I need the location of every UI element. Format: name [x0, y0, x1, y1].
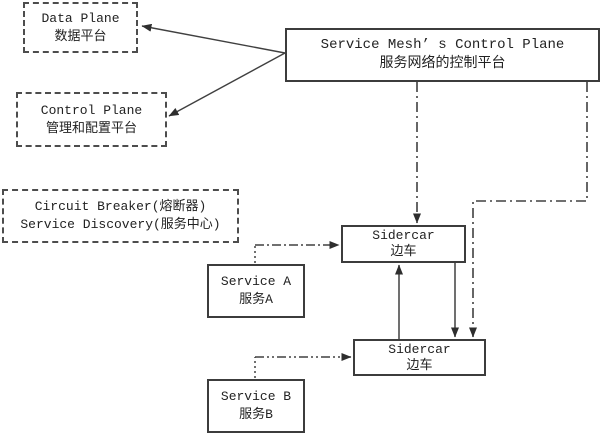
sidecar-1-box: Sidercar 边车 — [341, 225, 466, 263]
service-discovery-label: Service Discovery(服务中心) — [20, 217, 221, 232]
service-a-label-en: Service A — [220, 274, 292, 290]
mesh-control-plane-label-zh: 服务网络的控制平台 — [379, 56, 506, 72]
sidecar-2-label-zh: 边车 — [406, 357, 433, 373]
circuit-breaker-box: Circuit Breaker(熔断器) Service Discovery(服… — [2, 189, 239, 243]
control-plane-label-zh: 管理和配置平台 — [45, 120, 137, 136]
mesh-control-plane-box: Service Mesh’ s Control Plane 服务网络的控制平台 — [285, 28, 600, 82]
arrow-mesh-to-data-plane — [141, 23, 286, 54]
service-b-label-en: Service B — [220, 389, 292, 405]
mesh-control-plane-label-en: Service Mesh’ s Control Plane — [320, 37, 565, 54]
sidecar-2-box: Sidercar 边车 — [353, 339, 486, 376]
sidecar-2-label-en: Sidercar — [388, 341, 451, 357]
arrow-mesh-to-sidecar2 — [469, 82, 588, 338]
arrow-mesh-to-control-plane — [168, 52, 286, 117]
data-plane-label-zh: 数据平台 — [54, 28, 107, 44]
data-plane-label-en: Data Plane — [41, 10, 120, 26]
circuit-breaker-label: Circuit Breaker(熔断器) — [34, 199, 207, 215]
service-a-box: Service A 服务A — [207, 264, 305, 318]
service-a-label-zh: 服务A — [239, 292, 273, 307]
service-b-label-zh: 服务B — [239, 407, 273, 422]
control-plane-box: Control Plane 管理和配置平台 — [16, 92, 167, 147]
control-plane-label-en: Control Plane — [40, 102, 143, 118]
sidecar-1-label-en: Sidercar — [372, 228, 435, 244]
sidecar-1-label-zh: 边车 — [390, 244, 417, 259]
data-plane-box: Data Plane 数据平台 — [23, 2, 138, 53]
service-b-box: Service B 服务B — [207, 379, 305, 433]
